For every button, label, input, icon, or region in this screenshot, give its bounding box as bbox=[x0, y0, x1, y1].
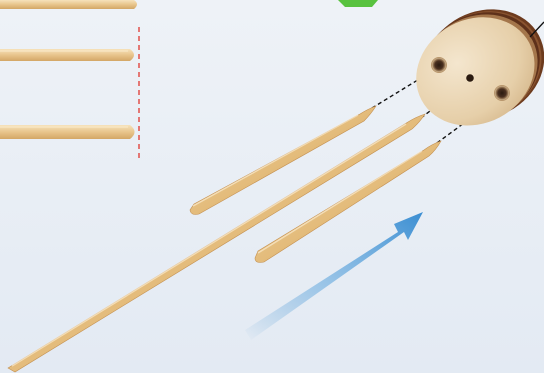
wooden-disk bbox=[396, 0, 544, 146]
reference-sticks bbox=[0, 0, 139, 162]
sharpened-sticks bbox=[8, 106, 441, 372]
insert-direction-arrow-icon bbox=[245, 212, 423, 340]
reference-stick bbox=[0, 125, 135, 139]
green-accent-icon bbox=[338, 0, 378, 7]
sharpened-stick bbox=[8, 114, 425, 372]
center-hole-icon bbox=[466, 74, 474, 82]
reference-stick bbox=[0, 0, 137, 9]
reference-stick bbox=[0, 49, 134, 61]
